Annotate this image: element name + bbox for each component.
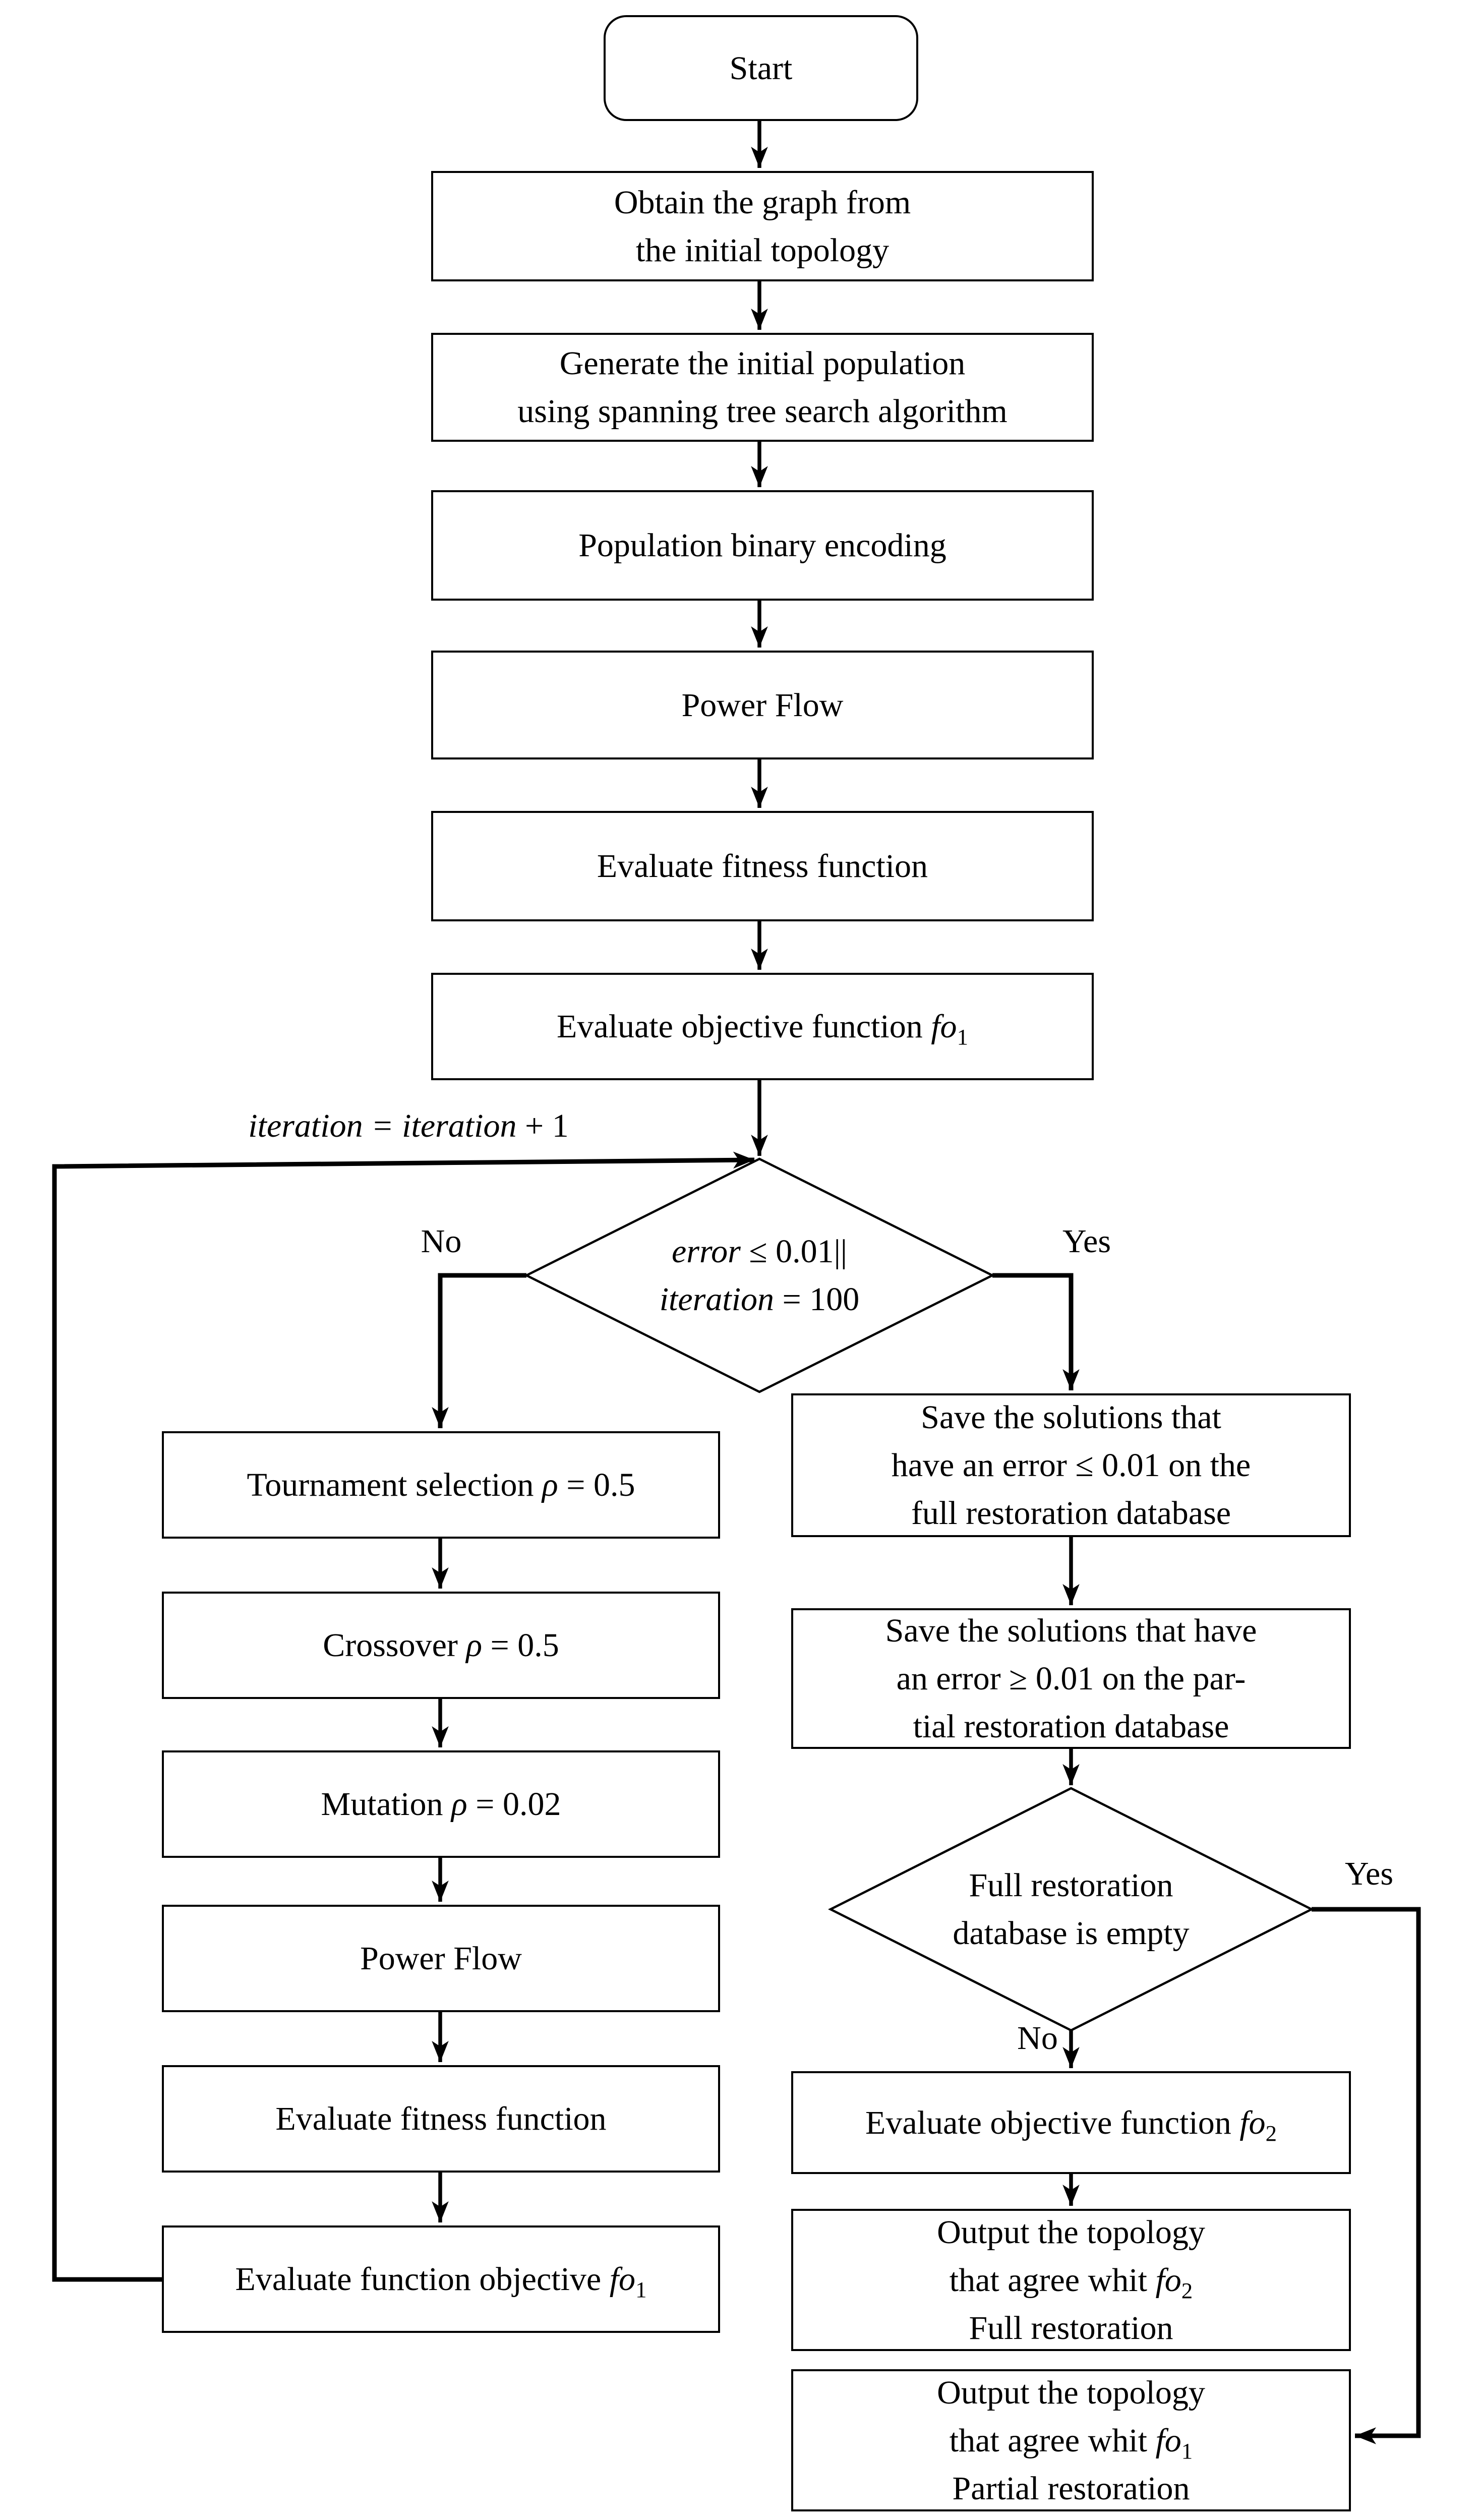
node-evaluate-fitness-loop: Evaluate fitness function [162, 2065, 720, 2173]
node-start: Start [604, 15, 918, 121]
node-save-full-restoration: Save the solutions that have an error ≤ … [791, 1393, 1351, 1537]
node-output-full-restoration: Output the topology that agree whit fo2 … [791, 2209, 1351, 2351]
decision-error-text: error ≤ 0.01|| iteration = 100 [659, 1233, 860, 1318]
decision-diamond-error [523, 1157, 995, 1393]
node-evaluate-objective-fo1: Evaluate objective function fo1 [431, 973, 1094, 1080]
node-power-flow-main: Power Flow [431, 651, 1094, 759]
label-decision1-no: No [421, 1223, 462, 1260]
label-decision1-yes: Yes [1062, 1223, 1111, 1260]
label-decision2-no: No [1017, 2020, 1058, 2057]
node-crossover: Crossover ρ = 0.5 [162, 1592, 720, 1699]
node-evaluate-function-objective-fo1: Evaluate function objective fo1 [162, 2225, 720, 2333]
node-save-partial-restoration: Save the solutions that have an error ≥ … [791, 1608, 1351, 1749]
edge-decision1-no-branch [432, 1273, 526, 1428]
node-output-partial-restoration: Output the topology that agree whit fo1 … [791, 2369, 1351, 2511]
edge-decision1-yes-branch [992, 1273, 1080, 1390]
edge-iteration-loop-back [52, 1151, 755, 2282]
node-generate-population: Generate the initial population using sp… [431, 333, 1094, 442]
node-tournament-selection: Tournament selection ρ = 0.5 [162, 1431, 720, 1539]
node-evaluate-objective-fo2: Evaluate objective function fo2 [791, 2071, 1351, 2174]
decision-full-db-empty-text: Full restoration database is empty [953, 1867, 1190, 1952]
node-mutation: Mutation ρ = 0.02 [162, 1750, 720, 1858]
node-evaluate-fitness-main: Evaluate fitness function [431, 811, 1094, 921]
node-obtain-graph: Obtain the graph from the initial topolo… [431, 171, 1094, 281]
node-binary-encoding: Population binary encoding [431, 490, 1094, 601]
label-iteration-increment: iteration = iteration + 1 [248, 1107, 569, 1144]
label-decision2-yes: Yes [1344, 1855, 1394, 1892]
edge-decision2-yes-branch [1312, 1907, 1421, 2444]
node-power-flow-loop: Power Flow [162, 1905, 720, 2012]
